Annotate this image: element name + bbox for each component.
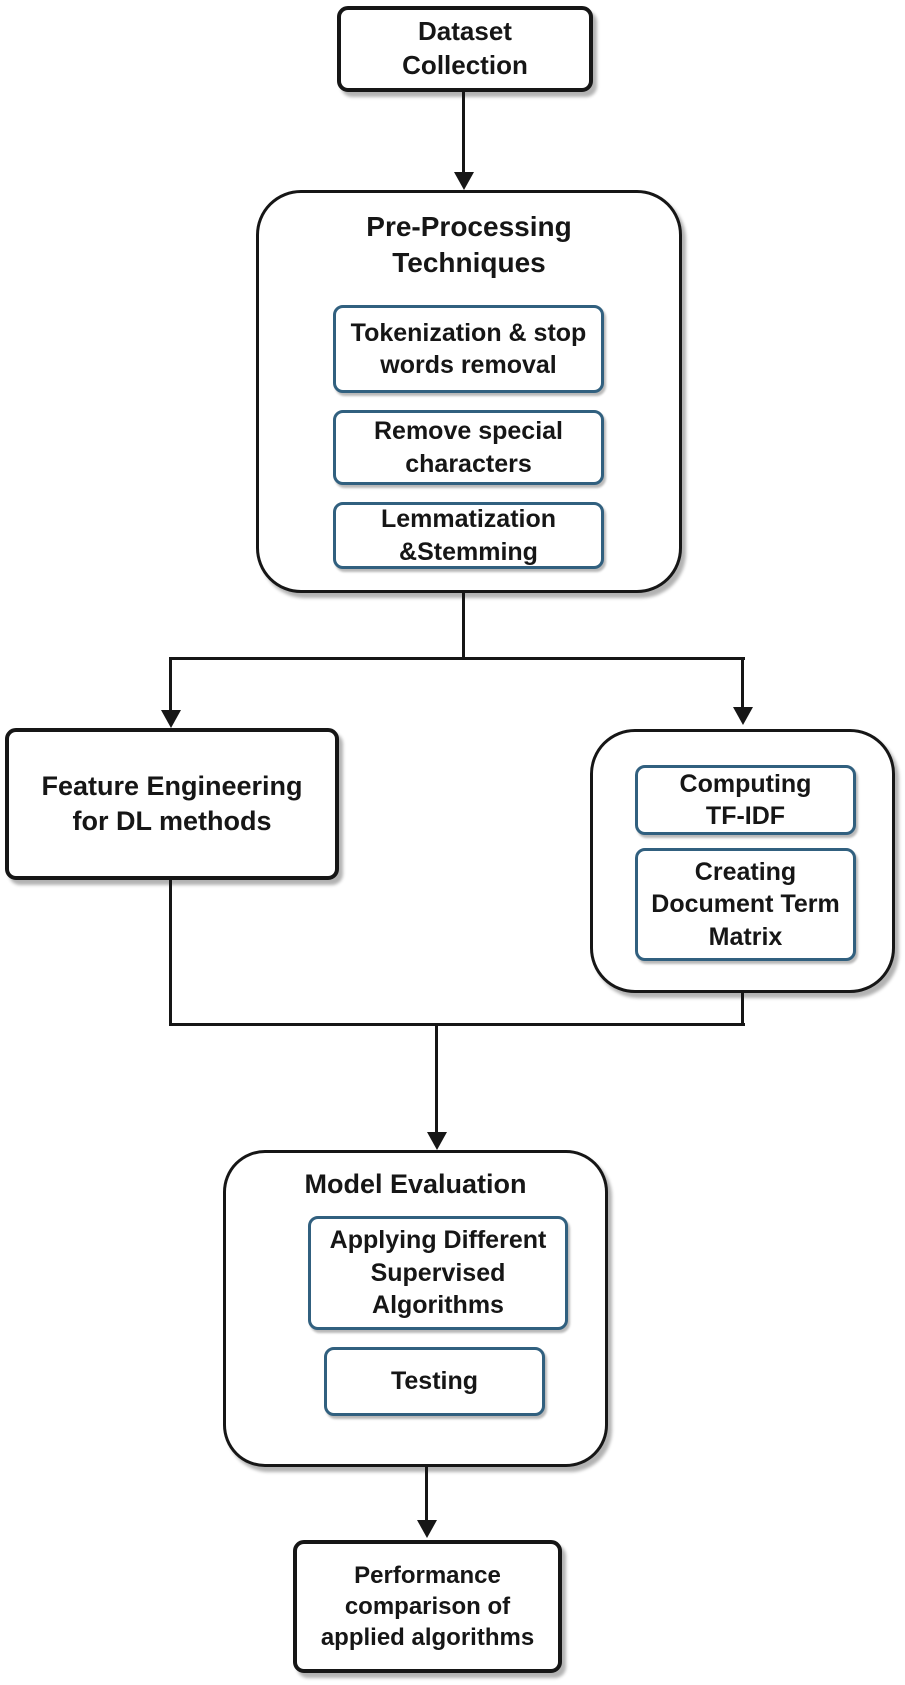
node-performance-comparison: Performance comparison of applied algori… bbox=[293, 1540, 562, 1673]
arrowhead-down-icon bbox=[161, 710, 181, 728]
arrowhead-down-icon bbox=[454, 172, 474, 190]
node-label: Creating Document Term Matrix bbox=[651, 857, 840, 951]
node-label: Feature Engineering for DL methods bbox=[41, 770, 303, 836]
node-model-evaluation: Model Evaluation Applying Different Supe… bbox=[223, 1150, 608, 1467]
node-computing-tfidf: Computing TF-IDF bbox=[635, 765, 856, 835]
node-creating-document-term-matrix: Creating Document Term Matrix bbox=[635, 848, 856, 961]
node-preprocessing-techniques: Pre-Processing Techniques Tokenization &… bbox=[256, 190, 682, 593]
container-title: Pre-Processing Techniques bbox=[366, 211, 572, 279]
arrowhead-down-icon bbox=[733, 707, 753, 725]
node-label: Applying Different Supervised Algorithms bbox=[329, 1226, 547, 1320]
node-label: Dataset Collection bbox=[402, 16, 528, 80]
connector-branch-right bbox=[741, 657, 744, 709]
connector-model-evaluation-to-performance bbox=[425, 1467, 428, 1522]
node-label: Performance comparison of applied algori… bbox=[320, 1561, 535, 1652]
node-applying-supervised-algorithms: Applying Different Supervised Algorithms bbox=[308, 1216, 568, 1330]
node-label: Lemmatization &Stemming bbox=[380, 505, 557, 566]
node-label: Testing bbox=[390, 1367, 479, 1396]
connector-merge-to-model-evaluation bbox=[435, 1026, 438, 1134]
arrowhead-down-icon bbox=[417, 1520, 437, 1538]
node-lemmatization-stemming: Lemmatization &Stemming bbox=[333, 502, 604, 569]
node-remove-special-characters: Remove special characters bbox=[333, 410, 604, 485]
node-dataset-collection: Dataset Collection bbox=[337, 6, 593, 92]
node-tokenization-stopwords: Tokenization & stop words removal bbox=[333, 305, 604, 393]
node-tfidf-group: Computing TF-IDF Creating Document Term … bbox=[590, 729, 895, 993]
node-testing: Testing bbox=[324, 1347, 545, 1416]
connector-feature-down bbox=[169, 880, 172, 1026]
connector-branch-horizontal bbox=[170, 657, 745, 660]
node-label: Tokenization & stop words removal bbox=[350, 318, 587, 380]
connector-preprocessing-stem bbox=[462, 593, 465, 659]
connector-merge-horizontal bbox=[169, 1023, 745, 1026]
node-label: Computing TF-IDF bbox=[679, 769, 812, 831]
arrowhead-down-icon bbox=[427, 1132, 447, 1150]
connector-tfidf-down bbox=[741, 993, 744, 1026]
container-title: Model Evaluation bbox=[304, 1169, 527, 1199]
connector-branch-left bbox=[169, 657, 172, 712]
connector-dataset-to-preprocessing bbox=[462, 92, 465, 174]
node-feature-engineering: Feature Engineering for DL methods bbox=[5, 728, 339, 880]
node-label: Remove special characters bbox=[374, 417, 563, 478]
